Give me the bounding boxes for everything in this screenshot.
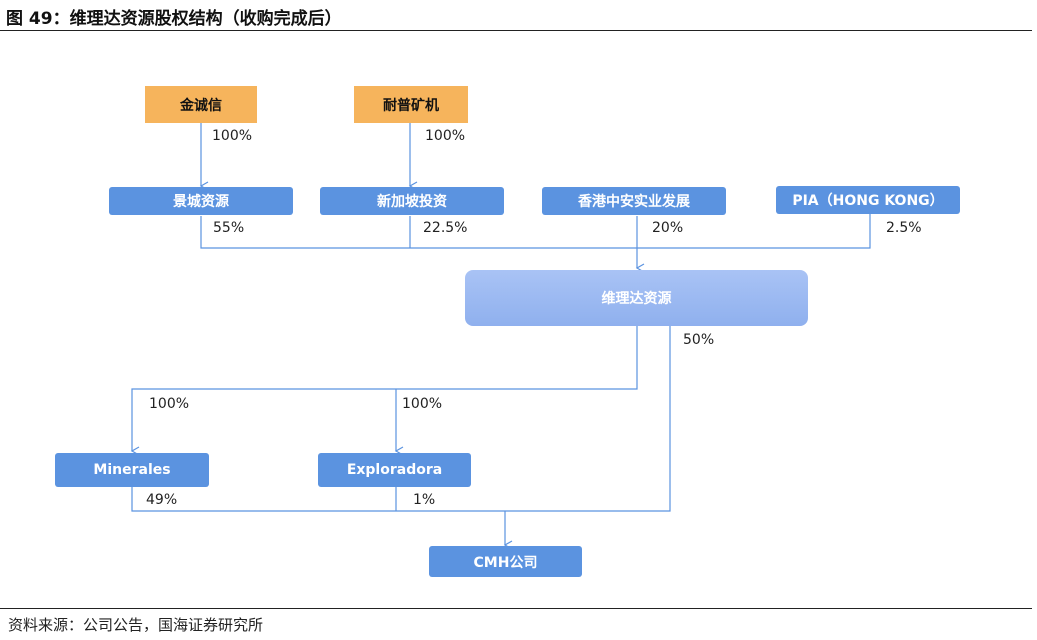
pct-jingcheng-weilida: 55% — [213, 220, 245, 236]
node-weilida: 维理达资源 — [465, 270, 808, 326]
node-xinjiapo: 新加坡投资 — [320, 187, 504, 215]
bottom-divider — [0, 608, 1032, 609]
node-exploradora: Exploradora — [318, 453, 471, 487]
figure-title: 图 49：维理达资源股权结构（收购完成后） — [6, 9, 342, 29]
node-jinchengxin: 金诚信 — [145, 86, 257, 123]
pct-weilida-exploradora: 100% — [402, 396, 443, 412]
edge-weilida-subs — [130, 326, 638, 456]
pct-xinjiapo-weilida: 22.5% — [423, 220, 468, 236]
edge-weilida-cmh — [131, 326, 671, 512]
node-pia: PIA（HONG KONG） — [776, 186, 960, 214]
pct-pia-weilida: 2.5% — [886, 220, 922, 236]
pct-minerales-cmh: 49% — [146, 492, 178, 508]
node-naipu: 耐普矿机 — [354, 86, 468, 123]
pct-weilida-minerales: 100% — [149, 396, 190, 412]
top-divider — [0, 30, 1032, 31]
edge-holders-merge — [200, 214, 871, 249]
source-note: 资料来源：公司公告，国海证券研究所 — [8, 616, 264, 634]
node-cmh: CMH公司 — [429, 546, 582, 577]
pct-naipu-xinjiapo: 100% — [425, 128, 466, 144]
node-minerales: Minerales — [55, 453, 209, 487]
pct-jinchengxin-jingcheng: 100% — [212, 128, 253, 144]
node-jingcheng: 景城资源 — [109, 187, 293, 215]
node-xianggang: 香港中安实业发展 — [542, 187, 726, 215]
pct-weilida-cmh: 50% — [683, 332, 715, 348]
pct-xianggang-weilida: 20% — [652, 220, 684, 236]
pct-exploradora-cmh: 1% — [413, 492, 436, 508]
